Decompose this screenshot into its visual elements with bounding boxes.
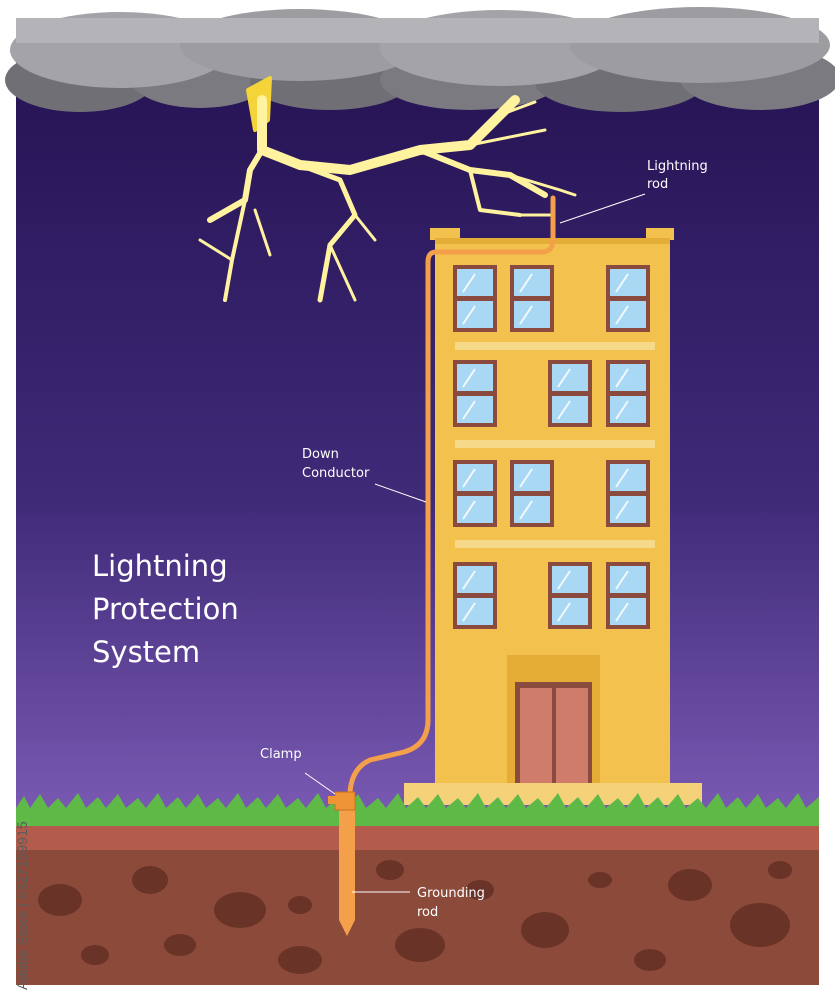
lightning-bolt [198,76,577,303]
window [453,460,497,527]
label-clamp: Clamp [260,747,302,762]
soil [16,826,819,985]
window [548,562,592,629]
storm-cloud [5,7,835,112]
label-down-conductor-line-1: Down [302,447,339,462]
label-down-conductor-line-2: Conductor [302,466,370,481]
window [453,360,497,427]
leader-lines [304,193,646,893]
window [606,360,650,427]
entrance-door [515,682,592,783]
grass [16,793,819,828]
windows [453,265,650,629]
window [453,265,497,332]
night-sky [16,18,819,818]
soil-stones [38,860,792,974]
window [606,562,650,629]
title-line-1: Lightning [92,549,228,583]
label-lightning-rod-line-1: Lightning [647,159,708,174]
floor-band-1 [455,342,655,350]
window [510,460,554,527]
roof-parapet-right [646,228,674,240]
floor-band-3 [455,540,655,548]
diagram-title: Lightning Protection System [92,549,239,669]
roof-parapet-left [430,228,460,240]
window [548,360,592,427]
title-line-3: System [92,635,200,669]
building [404,228,702,805]
window [606,265,650,332]
label-grounding-rod-line-2: rod [417,905,438,920]
label-grounding-rod-line-1: Grounding [417,886,485,901]
floor-band-2 [455,440,655,448]
window [453,562,497,629]
clamp [328,791,356,811]
grounding-rod [339,800,355,936]
component-labels: Lightning rod Down Conductor Clamp Groun… [260,159,708,920]
window [606,460,650,527]
lightning-protection-components [344,195,556,803]
stock-id-watermark: Adobe Stock | #327159915 [14,821,30,990]
window [510,265,554,332]
label-lightning-rod-line-2: rod [647,177,668,192]
title-line-2: Protection [92,592,239,626]
